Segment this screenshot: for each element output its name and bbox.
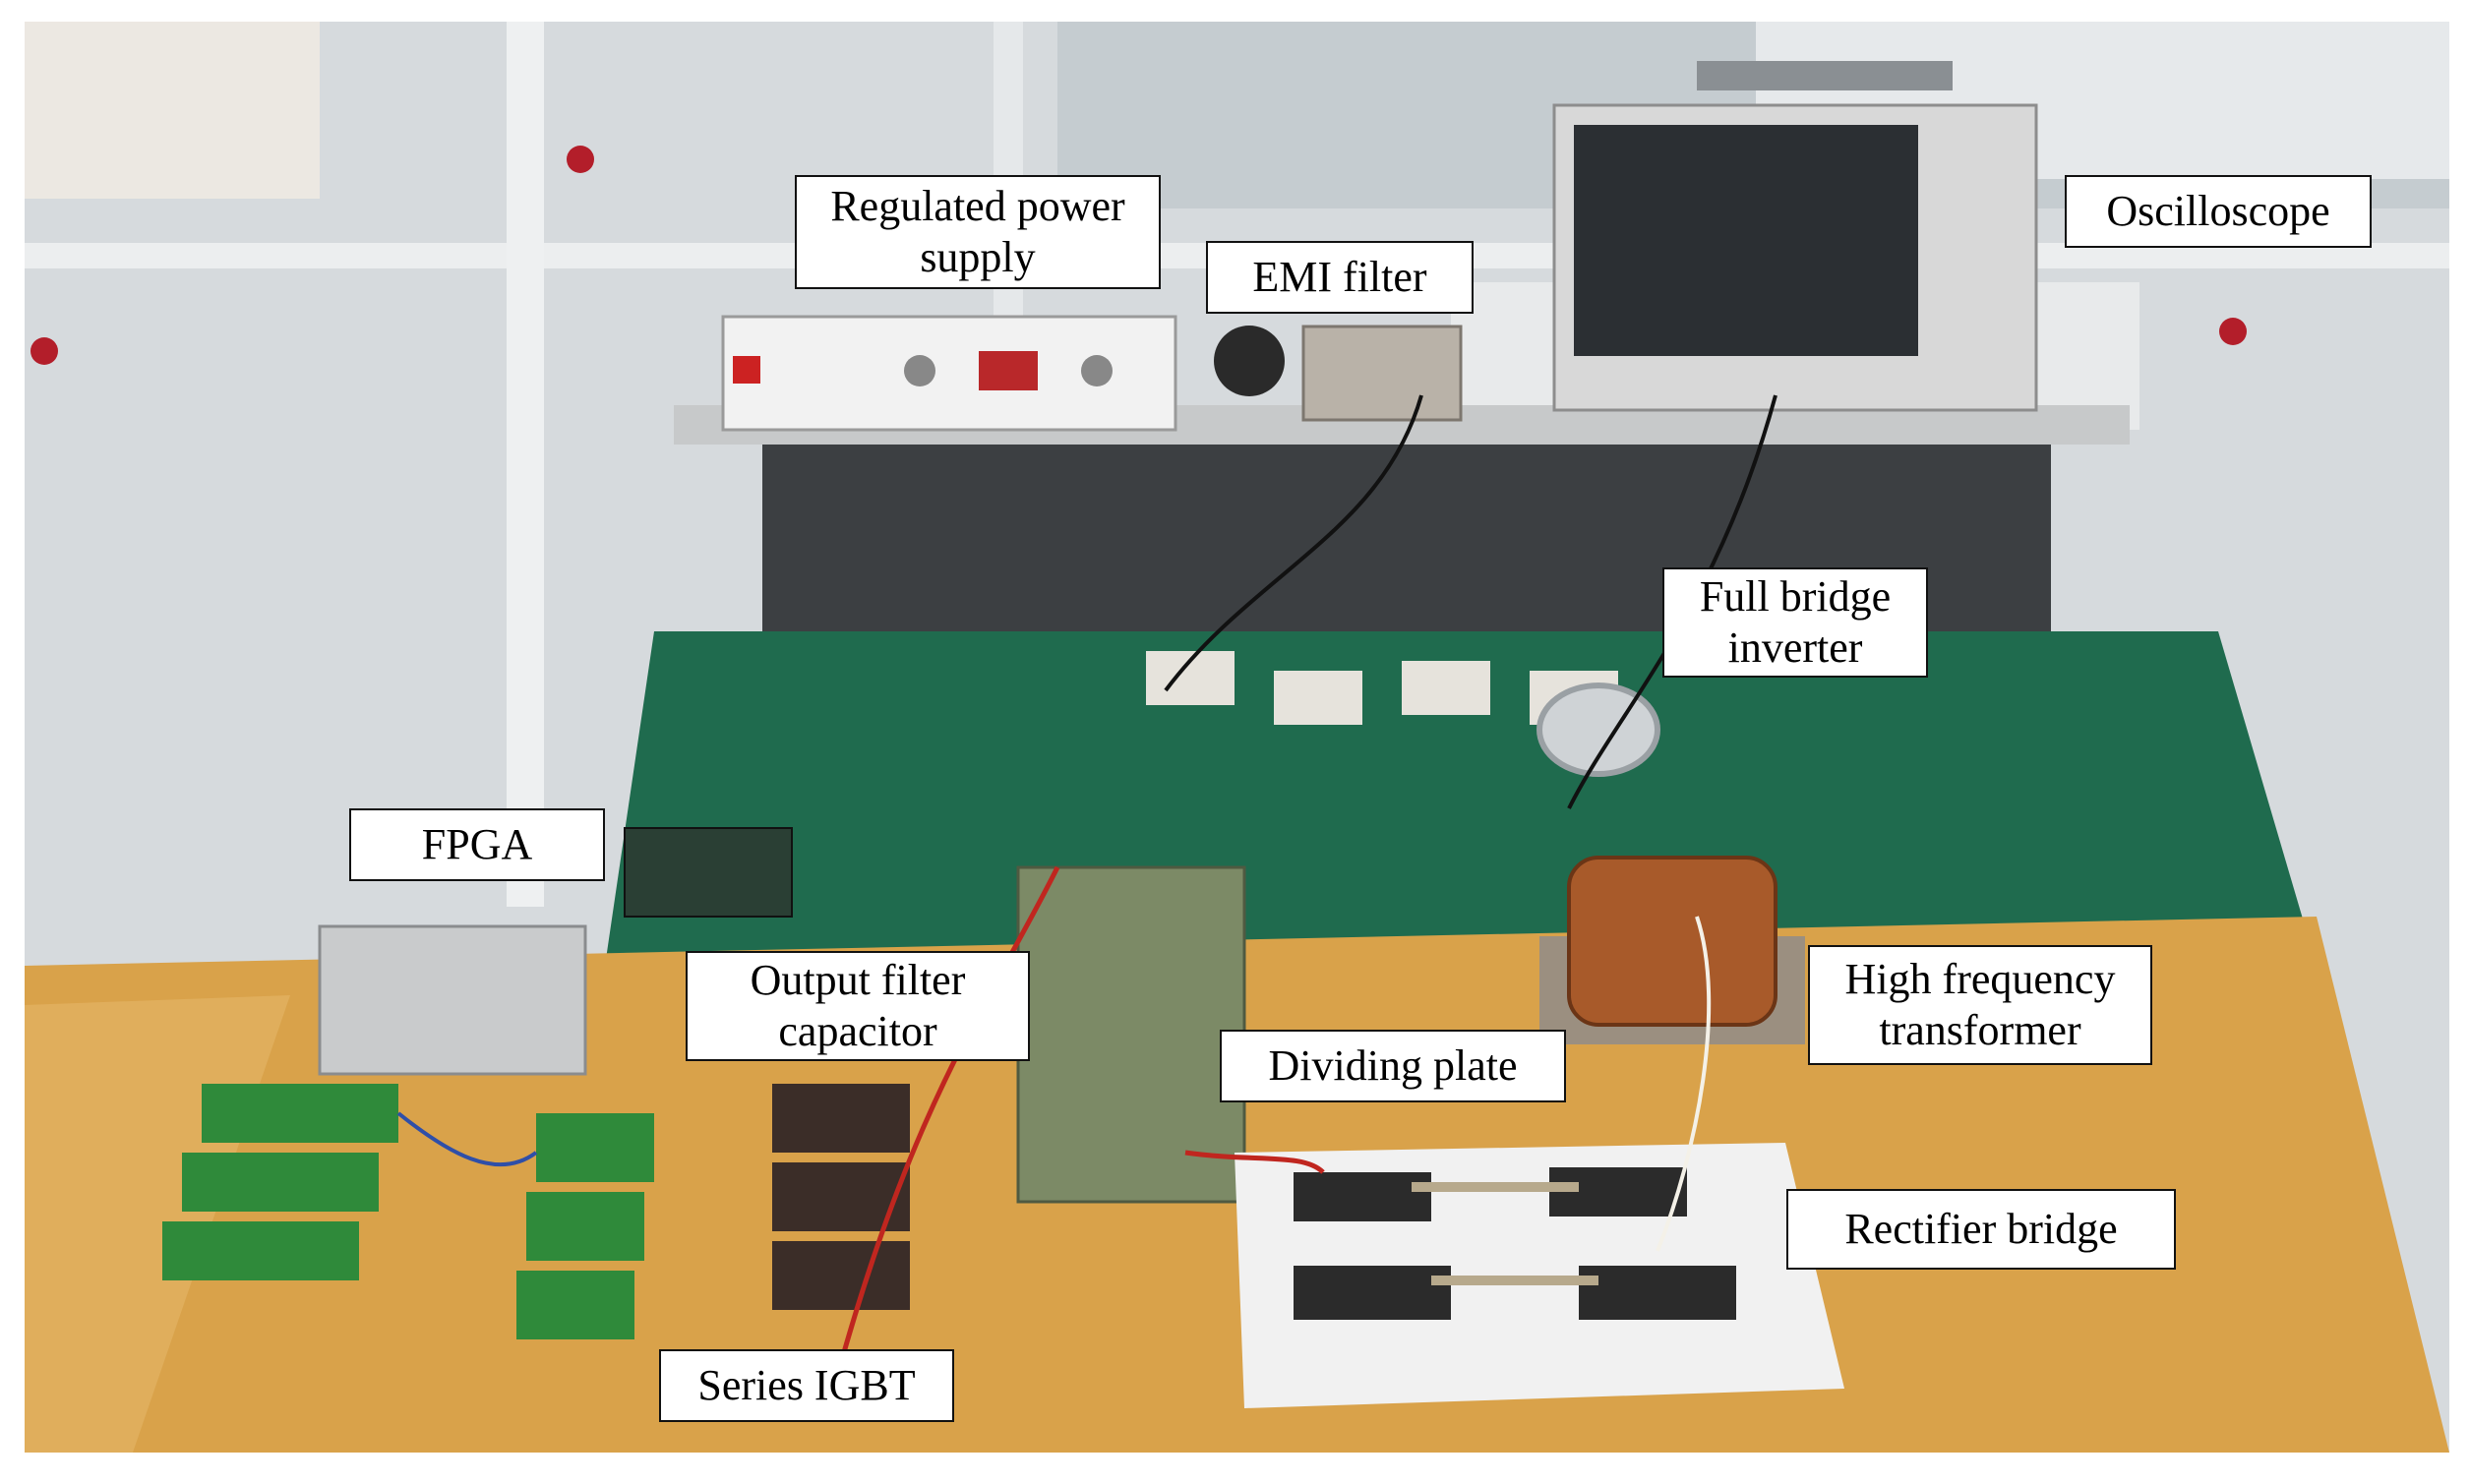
power-supply-display	[979, 351, 1038, 390]
window-left	[25, 22, 320, 199]
wire-white	[1656, 916, 1712, 1252]
label-emi-filter: EMI filter	[1206, 241, 1474, 314]
rectifier-module-3	[1294, 1266, 1451, 1320]
label-regulated-power-supply-line1: Regulated power	[830, 182, 1125, 230]
label-oscilloscope: Oscilloscope	[2065, 175, 2372, 248]
igbt-board-6	[516, 1271, 634, 1339]
label-output-filter-capacitor-line1: Output filter	[750, 956, 966, 1004]
label-fpga: FPGA	[349, 808, 605, 881]
label-regulated-power-supply-line2: supply	[920, 233, 1036, 281]
power-supply-knob-2	[1081, 355, 1113, 386]
filter-module-3	[772, 1241, 910, 1310]
label-high-frequency-transformer-line1: High frequency	[1844, 955, 2116, 1003]
pipe-vertical-left	[507, 22, 544, 907]
inverter-board-3	[1402, 661, 1490, 715]
wire-red-1	[828, 865, 1060, 1399]
label-rectifier-bridge-text: Rectifier bridge	[1844, 1205, 2118, 1253]
dividing-plate-bar-2	[1431, 1276, 1598, 1285]
oscilloscope-screen	[1574, 125, 1918, 356]
transformer-coil	[1567, 856, 1777, 1027]
dividing-plate-bar-1	[1412, 1182, 1579, 1192]
filter-module-1	[772, 1084, 910, 1153]
rectifier-module-4	[1579, 1266, 1736, 1320]
fpga-board	[624, 827, 793, 918]
valve-right	[2219, 318, 2247, 345]
label-series-igbt-text: Series IGBT	[697, 1361, 916, 1409]
label-emi-filter-text: EMI filter	[1252, 253, 1427, 301]
igbt-board-2	[182, 1153, 379, 1212]
label-output-filter-capacitor-line2: capacitor	[778, 1007, 937, 1055]
label-output-filter-capacitor: Output filter capacitor	[686, 951, 1030, 1061]
label-series-igbt: Series IGBT	[659, 1349, 954, 1422]
label-dividing-plate-text: Dividing plate	[1268, 1041, 1518, 1090]
power-supply-knob-1	[904, 355, 935, 386]
filter-module-2	[772, 1162, 910, 1231]
igbt-board-3	[162, 1221, 359, 1280]
igbt-board-4	[536, 1113, 654, 1182]
label-oscilloscope-text: Oscilloscope	[2106, 187, 2330, 235]
wire-blue	[396, 1111, 538, 1167]
output-capacitor-can	[1016, 865, 1246, 1204]
label-regulated-power-supply: Regulated power supply	[795, 175, 1161, 289]
rectifier-module-1	[1294, 1172, 1431, 1221]
oscilloscope-handle	[1697, 61, 1953, 90]
emi-filter-coil	[1214, 326, 1285, 396]
wire-red-2	[1184, 1150, 1325, 1174]
label-high-frequency-transformer-line2: transformer	[1879, 1006, 2081, 1054]
switching-psu	[318, 924, 587, 1076]
emi-filter-box	[1301, 325, 1463, 422]
valve-left	[30, 337, 58, 365]
igbt-board-5	[526, 1192, 644, 1261]
label-full-bridge-inverter: Full bridge inverter	[1662, 567, 1928, 678]
label-full-bridge-inverter-line2: inverter	[1727, 623, 1863, 672]
valve-top	[567, 146, 594, 173]
wire-black-1	[1164, 394, 1423, 692]
label-rectifier-bridge: Rectifier bridge	[1786, 1189, 2176, 1270]
inverter-board-2	[1274, 671, 1362, 725]
label-high-frequency-transformer: High frequency transformer	[1808, 945, 2152, 1065]
label-fpga-text: FPGA	[421, 820, 533, 868]
igbt-board-1	[202, 1084, 398, 1143]
label-full-bridge-inverter-line1: Full bridge	[1699, 572, 1892, 621]
label-dividing-plate: Dividing plate	[1220, 1030, 1566, 1102]
power-supply-switch	[733, 356, 760, 384]
